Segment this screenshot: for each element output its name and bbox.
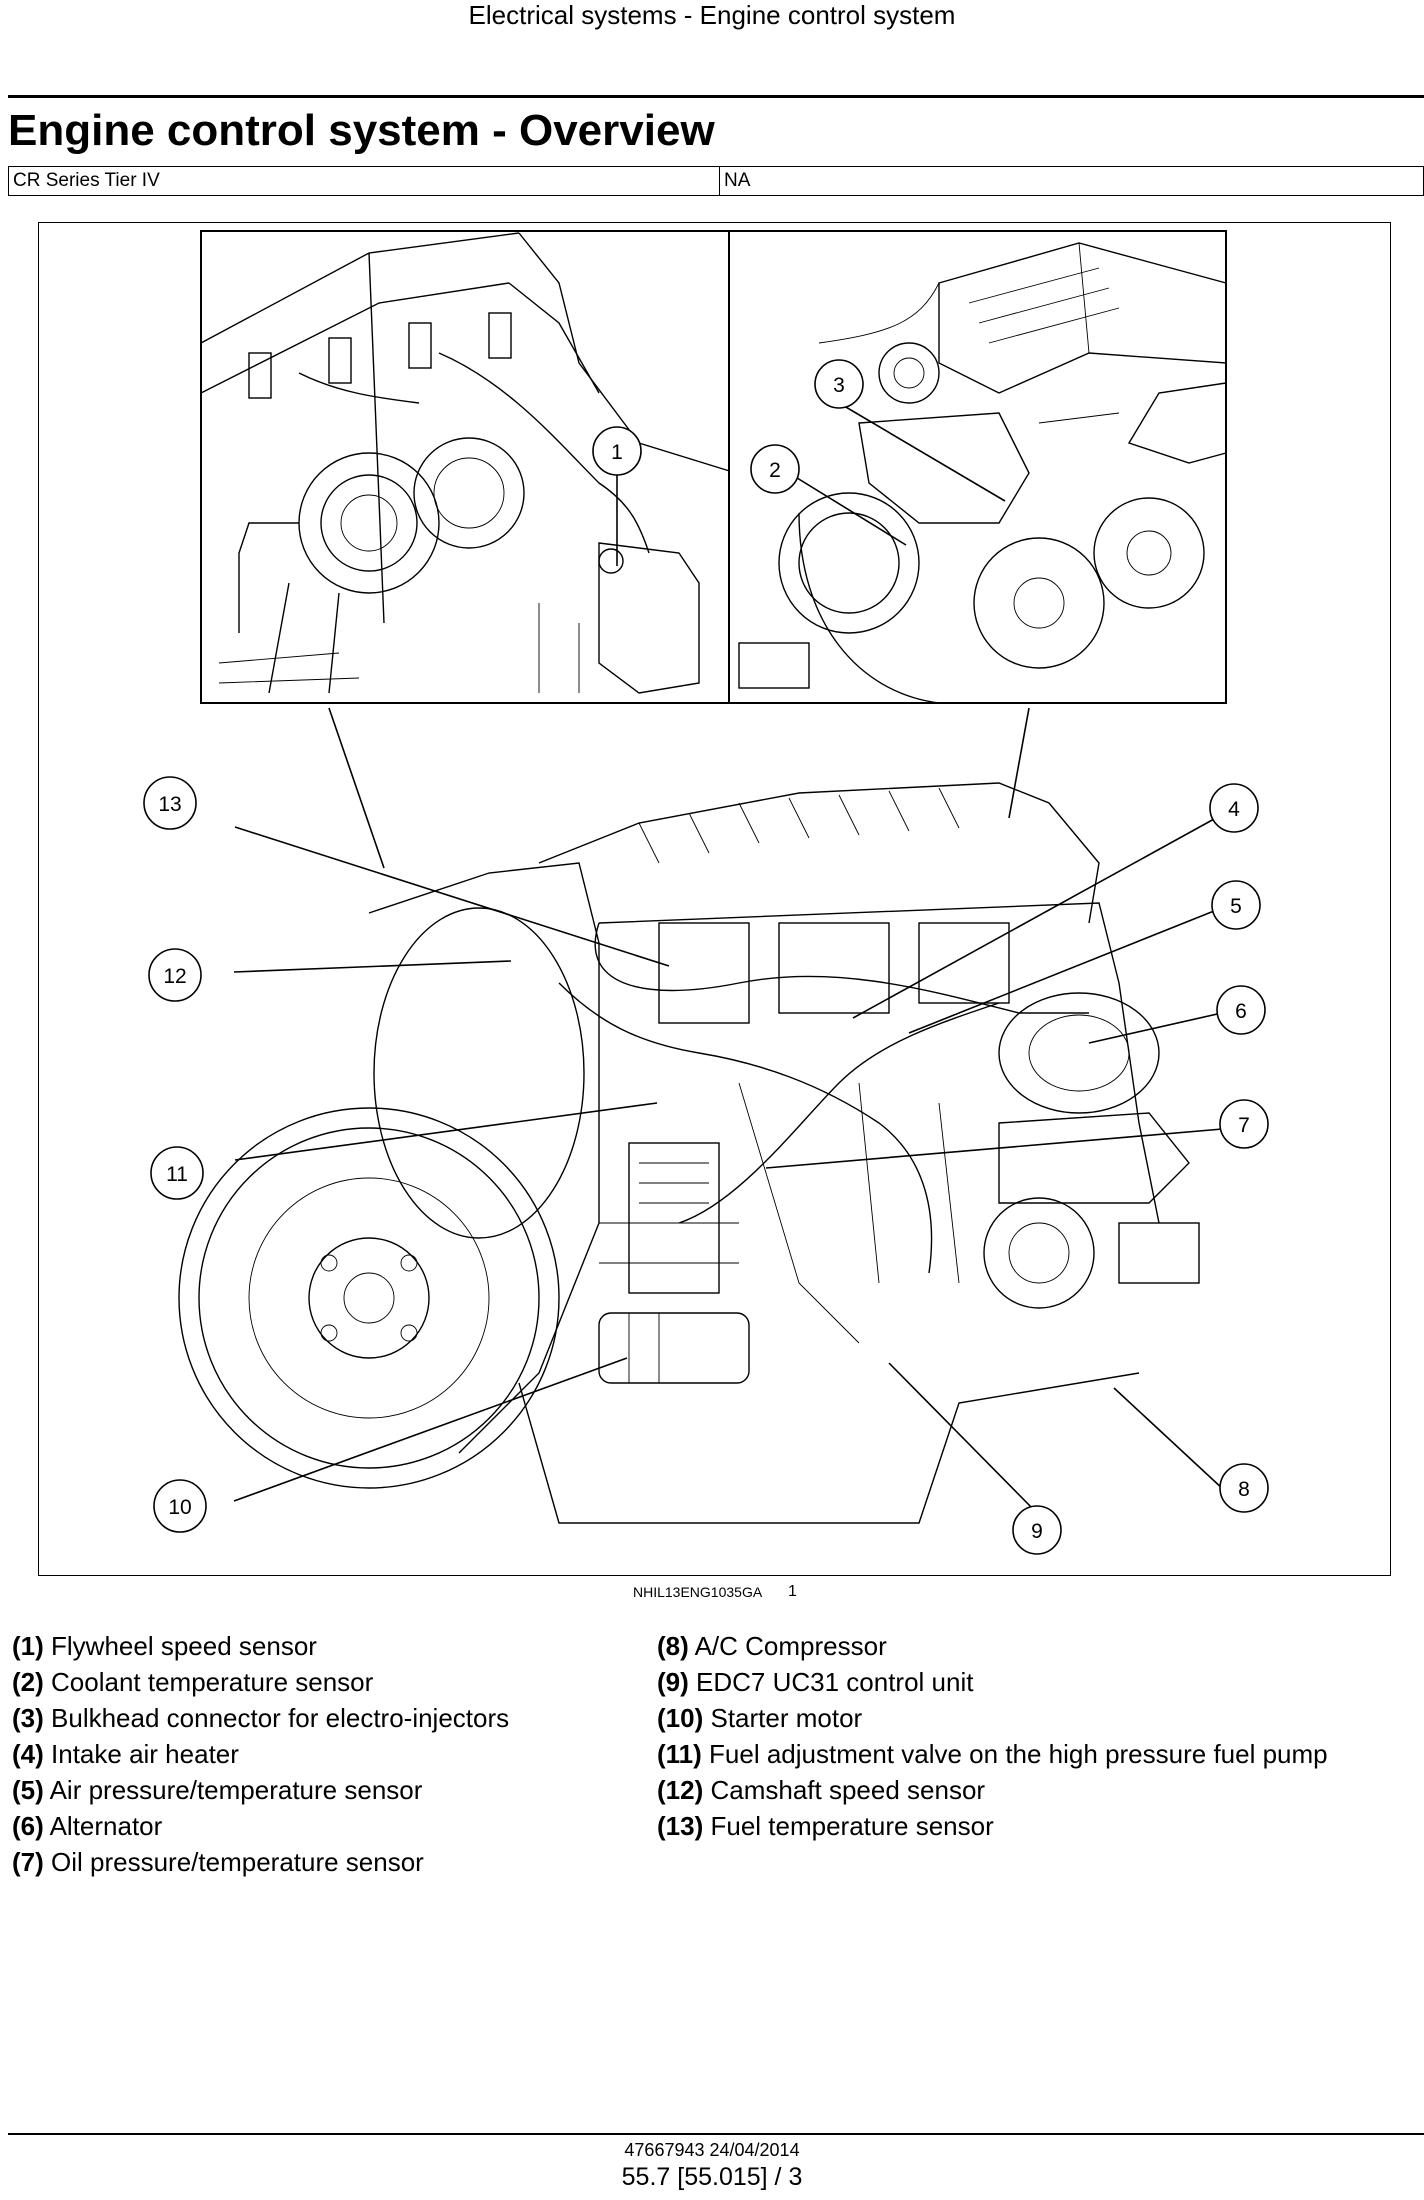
svg-text:9: 9 xyxy=(1031,1520,1043,1543)
legend-item: (7) Oil pressure/temperature sensor xyxy=(12,1844,509,1880)
callout-8: 8 xyxy=(1219,1463,1269,1513)
running-header: Electrical systems - Engine control syst… xyxy=(468,0,956,30)
legend-column-1: (1) Flywheel speed sensor (2) Coolant te… xyxy=(12,1628,509,1880)
callout-13: 13 xyxy=(143,776,197,830)
legend-number: (2) xyxy=(12,1667,44,1697)
legend-item: (5) Air pressure/temperature sensor xyxy=(12,1772,509,1808)
callout-11: 11 xyxy=(150,1146,204,1200)
inset-right xyxy=(728,230,1227,704)
svg-text:2: 2 xyxy=(769,459,781,482)
main-engine xyxy=(178,707,1200,1524)
figure-reference: NHIL13ENG1035GA xyxy=(633,1584,763,1600)
svg-text:12: 12 xyxy=(163,965,186,988)
legend-item: (4) Intake air heater xyxy=(12,1736,509,1772)
legend-item: (10) Starter motor xyxy=(657,1700,1328,1736)
footer-document-id: 47667943 24/04/2014 xyxy=(624,2140,800,2160)
applicability-table: CR Series Tier IV NA xyxy=(8,166,1424,196)
legend-label: Fuel temperature sensor xyxy=(710,1811,994,1841)
legend-label: Fuel adjustment valve on the high pressu… xyxy=(709,1739,1328,1769)
svg-text:10: 10 xyxy=(168,1496,191,1519)
legend-item: (13) Fuel temperature sensor xyxy=(657,1808,1328,1844)
svg-text:13: 13 xyxy=(158,793,181,816)
callout-6: 6 xyxy=(1216,985,1266,1035)
legend-number: (6) xyxy=(12,1811,44,1841)
svg-text:3: 3 xyxy=(833,374,845,397)
leader-lines xyxy=(233,402,1239,1514)
callout-3: 3 xyxy=(814,359,864,409)
legend-label: Coolant temperature sensor xyxy=(51,1667,374,1697)
legend-number: (5) xyxy=(12,1775,44,1805)
svg-text:4: 4 xyxy=(1228,798,1240,821)
legend-item: (12) Camshaft speed sensor xyxy=(657,1772,1328,1808)
legend-item: (9) EDC7 UC31 control unit xyxy=(657,1664,1328,1700)
svg-text:5: 5 xyxy=(1230,895,1242,918)
legend-label: A/C Compressor xyxy=(694,1631,887,1661)
legend-label: Air pressure/temperature sensor xyxy=(49,1775,423,1805)
legend-number: (11) xyxy=(657,1739,702,1769)
engine-drawing: 1 2 3 4 5 6 7 8 9 10 11 xyxy=(143,230,1269,1555)
page-title: Engine control system - Overview xyxy=(8,106,715,155)
applicability-model: CR Series Tier IV xyxy=(9,167,720,195)
footer-rule xyxy=(8,2133,1424,2135)
svg-text:1: 1 xyxy=(611,441,623,464)
legend-item: (2) Coolant temperature sensor xyxy=(12,1664,509,1700)
legend-label: Bulkhead connector for electro-injectors xyxy=(51,1703,510,1733)
header-rule xyxy=(8,95,1424,98)
legend-number: (10) xyxy=(657,1703,704,1733)
legend-label: Camshaft speed sensor xyxy=(710,1775,986,1805)
legend-number: (12) xyxy=(657,1775,704,1805)
legend-item: (11) Fuel adjustment valve on the high p… xyxy=(657,1736,1328,1772)
legend-number: (13) xyxy=(657,1811,704,1841)
legend-label: EDC7 UC31 control unit xyxy=(696,1667,974,1697)
legend-column-2: (8) A/C Compressor (9) EDC7 UC31 control… xyxy=(657,1628,1328,1844)
legend-number: (1) xyxy=(12,1631,44,1661)
legend-number: (9) xyxy=(657,1667,689,1697)
legend-label: Alternator xyxy=(49,1811,163,1841)
legend-label: Starter motor xyxy=(710,1703,863,1733)
legend-number: (8) xyxy=(657,1631,689,1661)
figure-number: 1 xyxy=(788,1583,797,1600)
legend-label: Flywheel speed sensor xyxy=(51,1631,317,1661)
engine-illustration: 1 2 3 4 5 6 7 8 9 10 11 xyxy=(38,222,1391,1576)
legend-label: Intake air heater xyxy=(51,1739,239,1769)
inset-left xyxy=(200,230,737,704)
svg-text:6: 6 xyxy=(1235,1000,1247,1023)
legend-item: (3) Bulkhead connector for electro-injec… xyxy=(12,1700,509,1736)
legend-item: (8) A/C Compressor xyxy=(657,1628,1328,1664)
footer-page-number: 55.7 [55.015] / 3 xyxy=(621,2163,803,2191)
legend-item: (1) Flywheel speed sensor xyxy=(12,1628,509,1664)
callout-12: 12 xyxy=(148,948,202,1002)
callout-5: 5 xyxy=(1211,880,1261,930)
callout-1: 1 xyxy=(592,426,642,476)
legend-label: Oil pressure/temperature sensor xyxy=(51,1847,424,1877)
svg-text:8: 8 xyxy=(1238,1478,1250,1501)
svg-text:7: 7 xyxy=(1238,1114,1250,1137)
callout-4: 4 xyxy=(1209,783,1259,833)
applicability-region: NA xyxy=(724,170,751,191)
legend-number: (3) xyxy=(12,1703,44,1733)
legend-item: (6) Alternator xyxy=(12,1808,509,1844)
callout-10: 10 xyxy=(153,1479,207,1533)
legend-number: (4) xyxy=(12,1739,44,1769)
callout-9: 9 xyxy=(1012,1505,1062,1555)
svg-text:11: 11 xyxy=(166,1163,188,1186)
callout-7: 7 xyxy=(1219,1099,1269,1149)
legend-number: (7) xyxy=(12,1847,44,1877)
callout-2: 2 xyxy=(750,444,800,494)
